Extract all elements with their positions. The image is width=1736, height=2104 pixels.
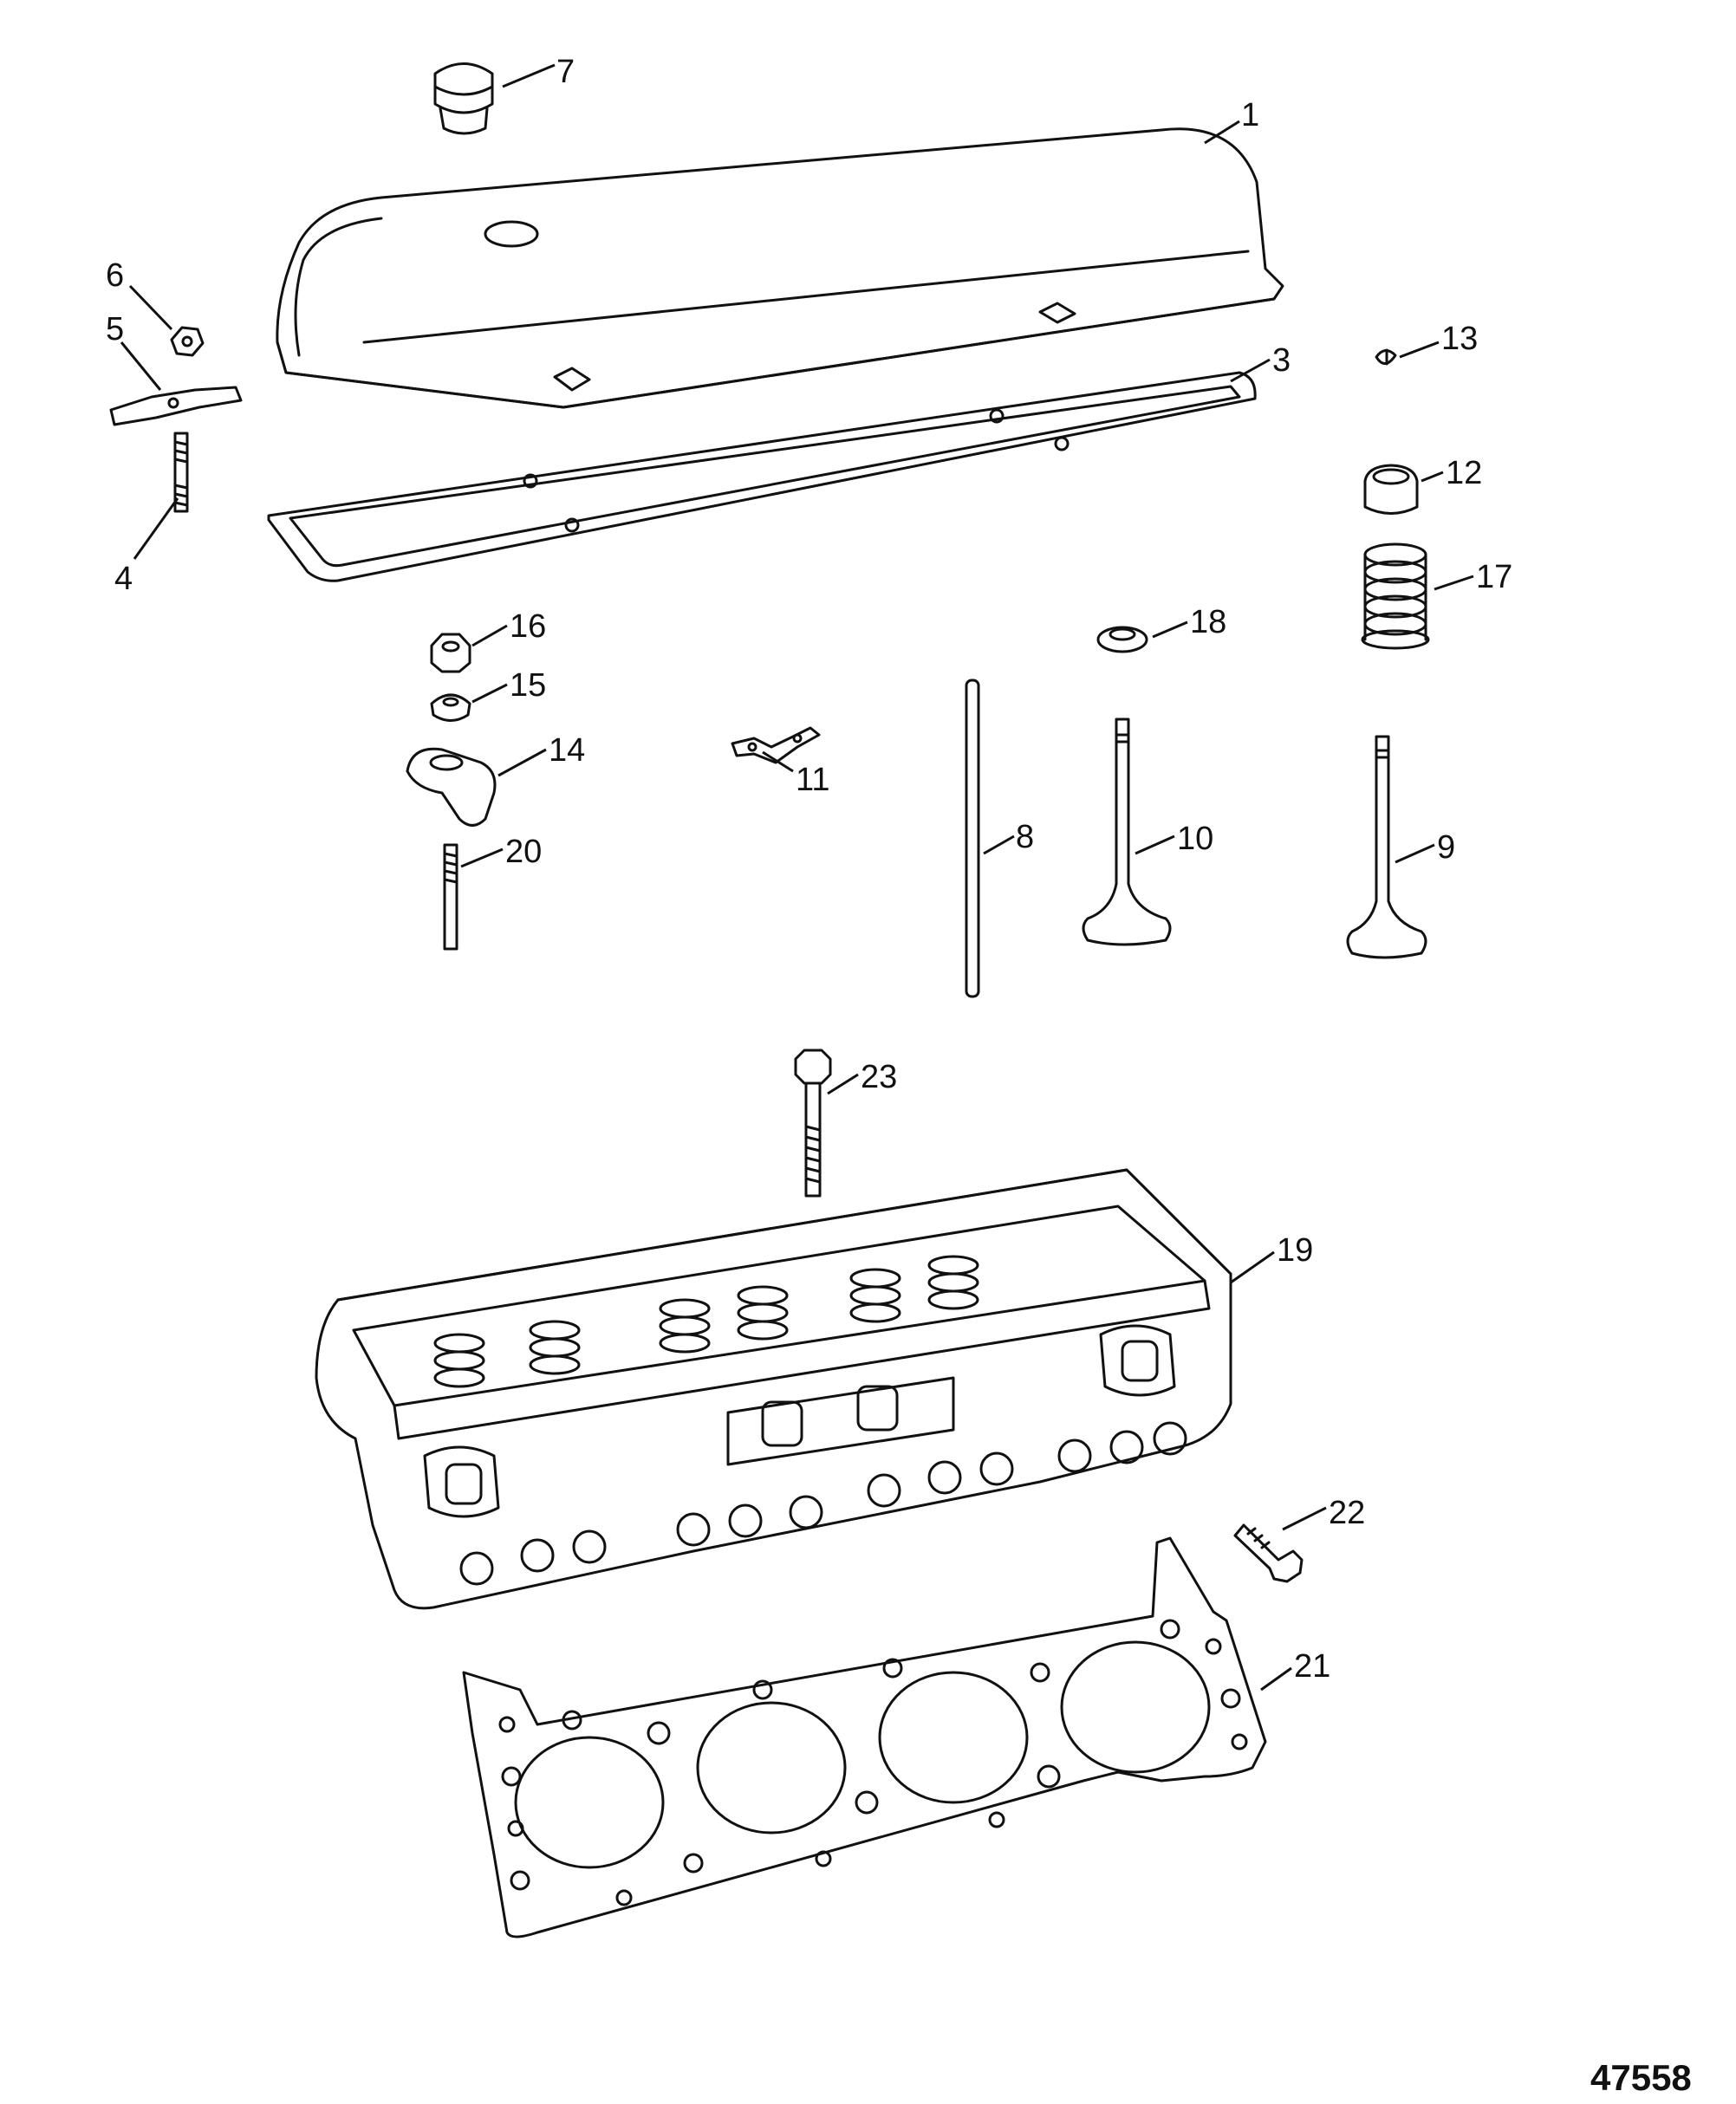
callout-21: 21	[1294, 1648, 1330, 1685]
callout-6: 6	[106, 257, 124, 294]
part-19-cylinder-head	[315, 1168, 1232, 1610]
part-13-keepers	[1375, 348, 1397, 366]
callout-13: 13	[1441, 321, 1478, 357]
part-23-head-bolt	[794, 1049, 832, 1198]
callout-8: 8	[1016, 819, 1034, 855]
part-1-valve-cover	[276, 127, 1284, 409]
callout-17: 17	[1476, 559, 1512, 595]
callout-3: 3	[1272, 342, 1291, 379]
part-8-pushrod	[965, 679, 980, 998]
callout-23: 23	[861, 1059, 897, 1095]
valve-springs-installed	[433, 1255, 979, 1388]
callout-10: 10	[1177, 821, 1213, 857]
part-17-valve-spring	[1361, 542, 1430, 650]
callout-9: 9	[1437, 829, 1455, 866]
part-15-rocker-ball	[430, 693, 471, 722]
callout-22: 22	[1329, 1495, 1365, 1531]
callout-11: 11	[796, 762, 829, 798]
callout-15: 15	[510, 667, 546, 704]
callout-19: 19	[1277, 1232, 1313, 1269]
part-10-intake-valve	[1082, 718, 1172, 946]
part-20-rocker-stud	[443, 843, 458, 951]
part-16-rocker-nut	[430, 633, 471, 673]
callout-16: 16	[510, 608, 546, 645]
part-21-head-gasket	[462, 1536, 1267, 1938]
part-18-washer	[1096, 626, 1148, 653]
part-7-cap	[433, 62, 494, 135]
callout-14: 14	[549, 732, 585, 769]
figure-number: 47558	[1590, 2057, 1692, 2098]
callout-12: 12	[1446, 455, 1482, 491]
part-6-nut	[170, 326, 205, 357]
callout-18: 18	[1190, 604, 1226, 640]
part-3-gasket	[267, 371, 1257, 582]
part-9-exhaust-valve	[1346, 735, 1427, 959]
callout-20: 20	[505, 834, 542, 870]
part-4-stud	[173, 432, 189, 513]
callout-1: 1	[1241, 97, 1259, 133]
part-11-pushrod-guide	[731, 726, 821, 764]
callout-5: 5	[106, 311, 124, 347]
head-bolt-bosses	[459, 1421, 1187, 1586]
part-12-valve-seal	[1363, 464, 1419, 515]
part-5-clamp	[109, 386, 243, 426]
part-14-rocker-arm	[406, 747, 497, 827]
callout-7: 7	[556, 54, 575, 90]
callout-4: 4	[114, 561, 133, 597]
part-22-bolt	[1233, 1523, 1304, 1583]
exhaust-ports	[423, 1324, 1176, 1518]
